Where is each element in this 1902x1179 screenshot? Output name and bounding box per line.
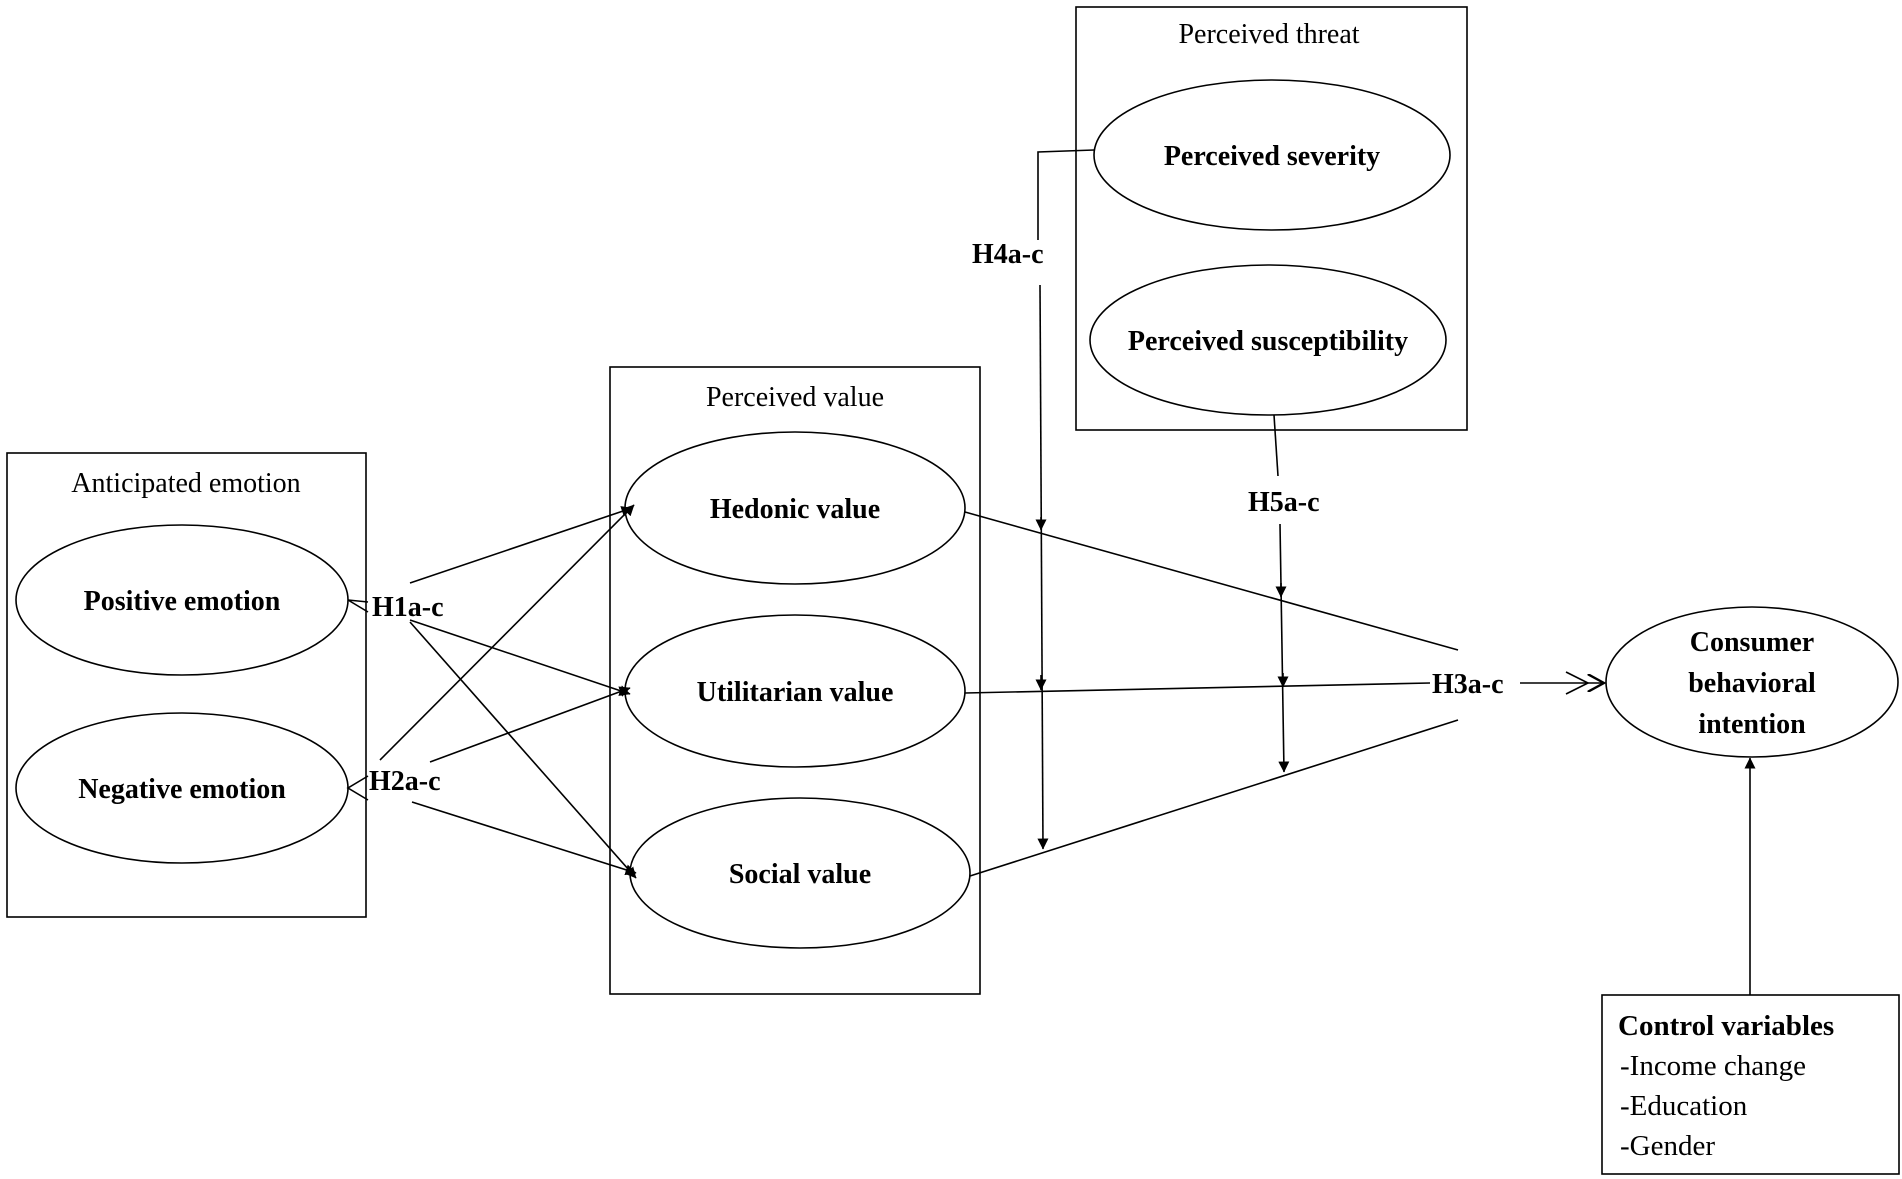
consumer-intention-label-line1: Consumer	[1690, 627, 1814, 658]
arrow-h2-to-utilitarian	[429, 686, 631, 763]
h4-vertical-line	[1037, 284, 1049, 850]
anticipated-emotion-box	[6, 452, 367, 918]
hedonic-value-label: Hedonic value	[710, 494, 880, 525]
arrow-h1-to-social	[409, 621, 637, 879]
h1-pointer-to-positive	[347, 599, 369, 613]
perceived-susceptibility-node	[1089, 264, 1447, 416]
consumer-intention-label-line2: behavioral	[1688, 668, 1816, 699]
line-social-to-h3	[969, 719, 1459, 877]
anticipated-emotion-label: Anticipated emotion	[71, 468, 300, 499]
arrow-h2-to-social	[411, 801, 637, 876]
arrow-h2-to-hedonic	[379, 504, 635, 761]
control-item-gender: -Gender	[1620, 1130, 1715, 1162]
perceived-threat-label: Perceived threat	[1178, 19, 1359, 50]
h2-pointer-to-negative	[346, 775, 369, 801]
line-utilitarian-to-h3	[964, 682, 1431, 694]
perceived-severity-label: Perceived severity	[1164, 141, 1380, 172]
h2-label: H2a-c	[369, 766, 441, 797]
control-variables-title: Control variables	[1618, 1010, 1834, 1042]
perceived-threat-box	[1075, 6, 1468, 431]
consumer-intention-label-line3: intention	[1698, 709, 1806, 740]
arrow-h1-to-utilitarian	[409, 619, 631, 696]
h5-label: H5a-c	[1248, 487, 1320, 518]
perceived-value-label: Perceived value	[706, 382, 884, 413]
consumer-intention-node	[1605, 606, 1899, 758]
control-item-education: -Education	[1620, 1090, 1748, 1122]
positive-emotion-label: Positive emotion	[84, 586, 281, 617]
h4-connector	[1037, 149, 1095, 240]
negative-emotion-label: Negative emotion	[78, 774, 286, 805]
h1-label: H1a-c	[372, 592, 444, 623]
h3-double-head	[1565, 671, 1590, 695]
perceived-severity-node	[1093, 79, 1451, 231]
h3-label: H3a-c	[1432, 669, 1504, 700]
perceived-value-box	[609, 366, 981, 995]
control-item-income-change: -Income change	[1620, 1050, 1806, 1082]
arrow-h1-to-hedonic	[409, 506, 633, 584]
social-value-label: Social value	[729, 859, 871, 890]
utilitarian-value-label: Utilitarian value	[697, 677, 894, 708]
line-hedonic-to-h3	[964, 511, 1459, 651]
perceived-susceptibility-label: Perceived susceptibility	[1128, 326, 1408, 357]
h5-connector	[1273, 414, 1279, 477]
h4-label: H4a-c	[972, 239, 1044, 270]
h5-vertical-line	[1278, 523, 1290, 773]
